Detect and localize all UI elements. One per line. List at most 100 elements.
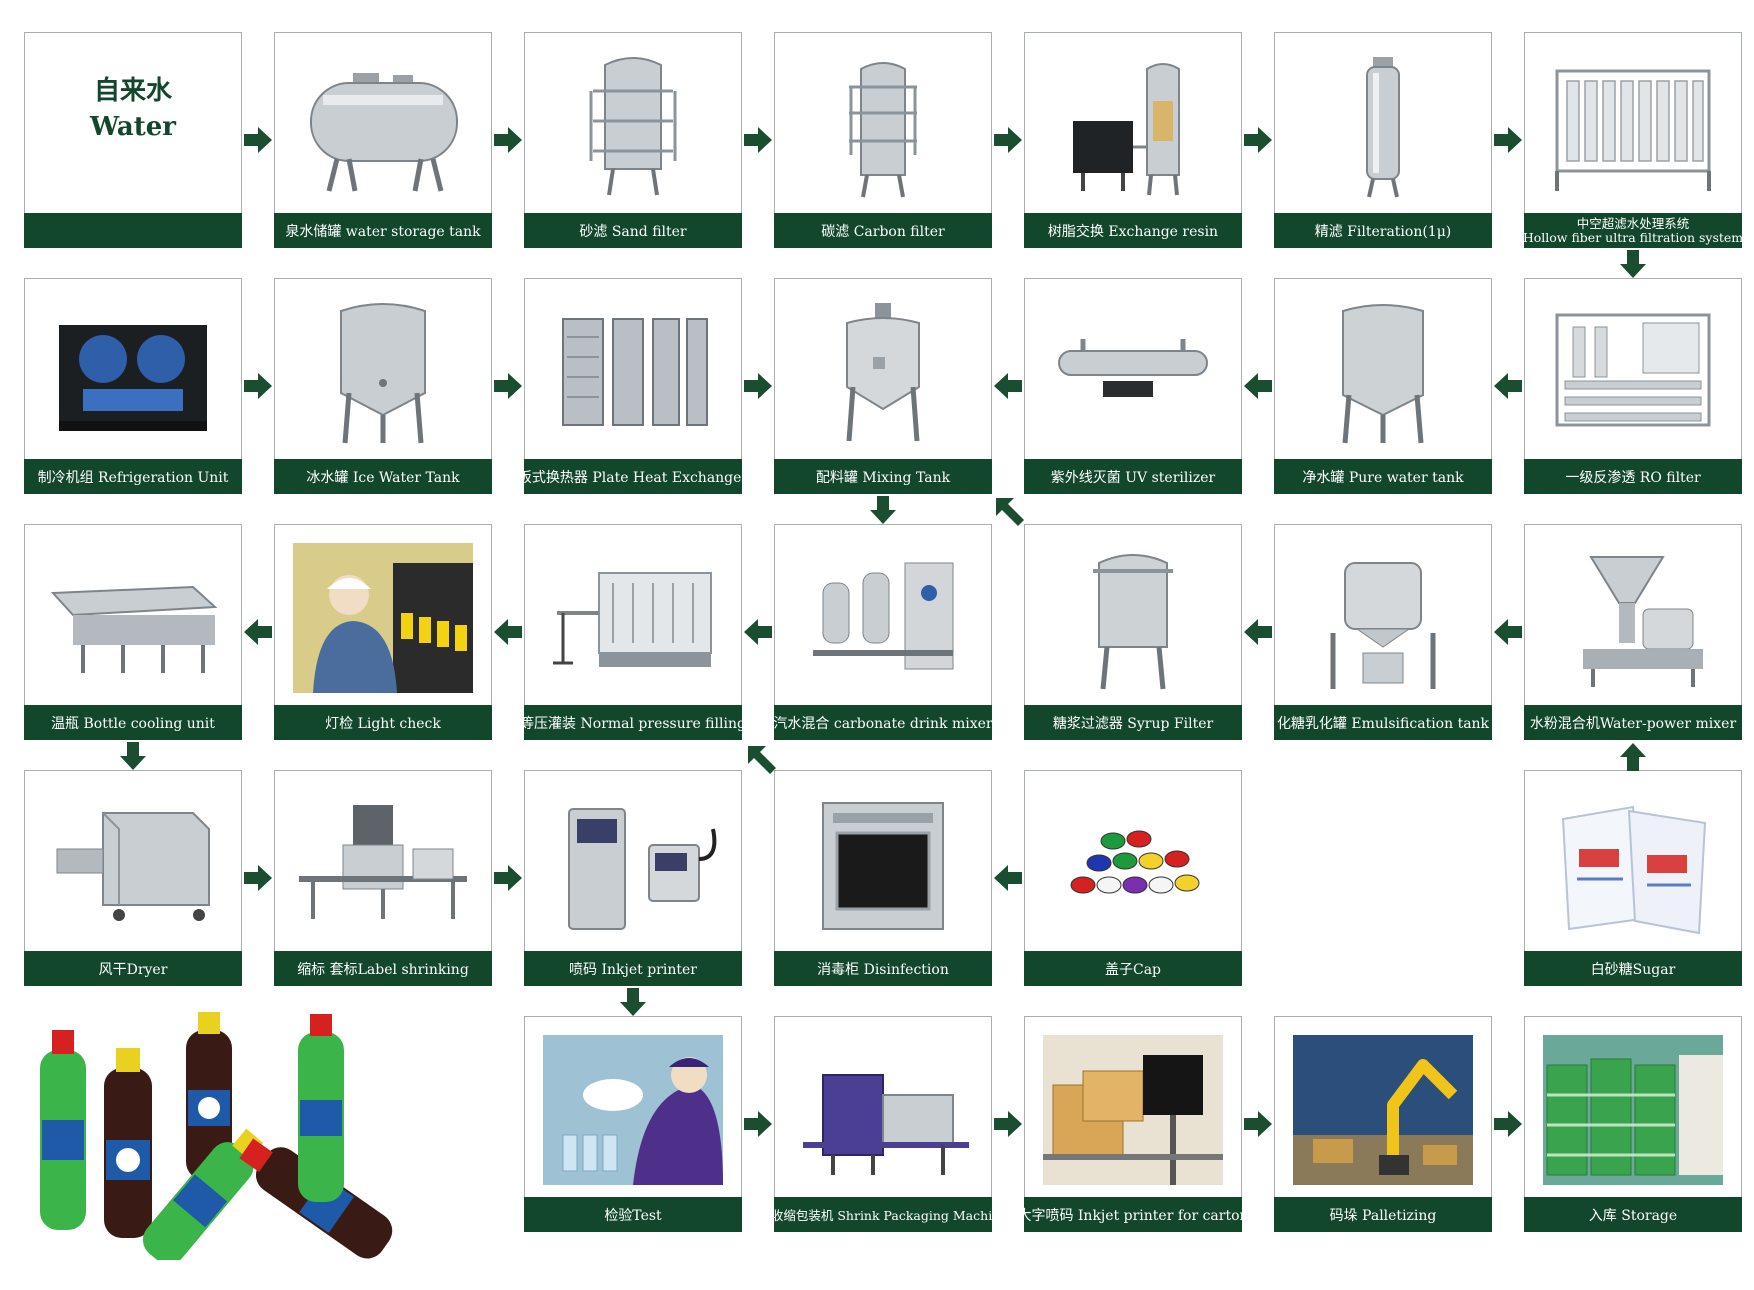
box-refrigeration-unit: 制冷机组 Refrigeration Unit xyxy=(24,278,242,494)
box-test: 检验Test xyxy=(524,1016,742,1232)
arrow-right-icon xyxy=(492,862,524,894)
arrow-right-icon xyxy=(492,124,524,156)
box-carbonate-mixer: 汽水混合 carbonate drink mixer xyxy=(774,524,992,740)
box-water-storage-tank: 泉水储罐 water storage tank xyxy=(274,32,492,248)
water-source-label: 自来水 Water xyxy=(25,73,241,145)
arrow-left-icon xyxy=(492,616,524,648)
product-bottles-icon xyxy=(20,1010,460,1265)
quality-test-icon xyxy=(535,1027,731,1192)
syrup-filter-icon xyxy=(1035,535,1231,700)
box-shrink-packaging: 热收缩包装机 Shrink Packaging Machine xyxy=(774,1016,992,1232)
worker-inspection-icon xyxy=(285,535,481,700)
horizontal-tank-icon xyxy=(285,43,481,208)
caption-sugar: 白砂糖Sugar xyxy=(1524,951,1742,986)
caption-mixing-tank: 配料罐 Mixing Tank xyxy=(774,459,992,494)
cooling-conveyor-icon xyxy=(35,535,231,700)
labeling-machine-icon xyxy=(285,781,481,946)
palletizing-robot-icon xyxy=(1285,1027,1481,1192)
pure-water-tank-icon xyxy=(1285,289,1481,454)
caption-carbonate-mixer: 汽水混合 carbonate drink mixer xyxy=(774,705,992,740)
caption-inkjet-printer: 喷码 Inkjet printer xyxy=(524,951,742,986)
caption-normal-pressure-filling: 等压灌装 Normal pressure filling xyxy=(524,705,742,740)
caption-pure-water-tank: 净水罐 Pure water tank xyxy=(1274,459,1492,494)
arrow-left-icon xyxy=(242,616,274,648)
caption-uv-sterilizer: 紫外线灭菌 UV sterilizer xyxy=(1024,459,1242,494)
box-storage: 入库 Storage xyxy=(1524,1016,1742,1232)
box-water-power-mixer: 水粉混合机Water-power mixer xyxy=(1524,524,1742,740)
arrow-right-icon xyxy=(1492,1108,1524,1140)
arrow-right-icon xyxy=(242,370,274,402)
sand-filter-icon xyxy=(535,43,731,208)
arrow-right-icon xyxy=(242,124,274,156)
arrow-right-icon xyxy=(1242,1108,1274,1140)
vertical-tank-icon xyxy=(285,289,481,454)
caption-carbon-filter: 碳滤 Carbon filter xyxy=(774,213,992,248)
box-water-source: 自来水 Water xyxy=(24,32,242,248)
caption-ice-water-tank: 冰水罐 Ice Water Tank xyxy=(274,459,492,494)
arrow-down-icon xyxy=(617,986,649,1018)
box-sand-filter: 砂滤 Sand filter xyxy=(524,32,742,248)
box-normal-pressure-filling: 等压灌装 Normal pressure filling xyxy=(524,524,742,740)
carbon-filter-icon xyxy=(785,43,981,208)
caption-label-shrinking: 缩标 套标Label shrinking xyxy=(274,951,492,986)
filling-machine-icon xyxy=(535,535,731,700)
air-dryer-icon xyxy=(35,781,231,946)
mixing-tank-icon xyxy=(785,289,981,454)
box-carton-printer: 大字喷码 Inkjet printer for carton xyxy=(1024,1016,1242,1232)
box-uv-sterilizer: 紫外线灭菌 UV sterilizer xyxy=(1024,278,1242,494)
box-label-shrinking: 缩标 套标Label shrinking xyxy=(274,770,492,986)
arrow-left-icon xyxy=(992,862,1024,894)
water-source-chinese: 自来水 xyxy=(93,76,172,106)
arrow-right-icon xyxy=(742,1108,774,1140)
uv-sterilizer-icon xyxy=(1035,289,1231,454)
cola-bottle-icon xyxy=(186,1012,232,1180)
box-filtration: 精滤 Filteration(1μ) xyxy=(1274,32,1492,248)
arrow-left-icon xyxy=(742,616,774,648)
warehouse-storage-icon xyxy=(1535,1027,1731,1192)
box-carbon-filter: 碳滤 Carbon filter xyxy=(774,32,992,248)
arrow-left-icon xyxy=(1492,616,1524,648)
caption-ro-filter: 一级反渗透 RO filter xyxy=(1524,459,1742,494)
green-soda-bottle-icon xyxy=(298,1014,344,1202)
arrow-up-icon xyxy=(1617,741,1649,773)
box-inkjet-printer: 喷码 Inkjet printer xyxy=(524,770,742,986)
arrow-right-icon xyxy=(992,124,1024,156)
caption-filtration: 精滤 Filteration(1μ) xyxy=(1274,213,1492,248)
resin-exchange-icon xyxy=(1035,43,1231,208)
box-pure-water-tank: 净水罐 Pure water tank xyxy=(1274,278,1492,494)
cola-bottle-icon xyxy=(104,1048,152,1238)
box-syrup-filter: 糖浆过滤器 Syrup Filter xyxy=(1024,524,1242,740)
ro-system-icon xyxy=(1535,289,1731,454)
box-bottle-cooling: 温瓶 Bottle cooling unit xyxy=(24,524,242,740)
caption-test: 检验Test xyxy=(524,1197,742,1232)
disinfection-cabinet-icon xyxy=(785,781,981,946)
box-palletizing: 码垛 Palletizing xyxy=(1274,1016,1492,1232)
box-plate-heat-exchanger: 板式换热器 Plate Heat Exchanger xyxy=(524,278,742,494)
caption-carton-printer: 大字喷码 Inkjet printer for carton xyxy=(1024,1197,1242,1232)
caption-sand-filter: 砂滤 Sand filter xyxy=(524,213,742,248)
caption-hollow-fiber: 中空超滤水处理系统 Hollow fiber ultra filtration … xyxy=(1524,213,1742,248)
refrigeration-unit-icon xyxy=(35,289,231,454)
box-sugar: 白砂糖Sugar xyxy=(1524,770,1742,986)
caption-exchange-resin: 树脂交换 Exchange resin xyxy=(1024,213,1242,248)
emulsification-tank-icon xyxy=(1285,535,1481,700)
powder-mixer-icon xyxy=(1535,535,1731,700)
arrow-up-left-icon xyxy=(746,744,778,776)
arrow-right-icon xyxy=(992,1108,1024,1140)
caption-storage: 入库 Storage xyxy=(1524,1197,1742,1232)
arrow-up-left-icon xyxy=(994,496,1026,528)
arrow-right-icon xyxy=(742,370,774,402)
box-hollow-fiber: 中空超滤水处理系统 Hollow fiber ultra filtration … xyxy=(1524,32,1742,248)
arrow-right-icon xyxy=(742,124,774,156)
ultrafiltration-rack-icon xyxy=(1535,43,1731,208)
caption-palletizing: 码垛 Palletizing xyxy=(1274,1197,1492,1232)
green-soda-bottle-icon xyxy=(40,1030,86,1230)
arrow-down-icon xyxy=(117,740,149,772)
arrow-down-icon xyxy=(867,494,899,526)
carton-printer-icon xyxy=(1035,1027,1231,1192)
arrow-down-icon xyxy=(1617,248,1649,280)
box-light-check: 灯检 Light check xyxy=(274,524,492,740)
box-mixing-tank: 配料罐 Mixing Tank xyxy=(774,278,992,494)
caption-plate-heat-exchanger: 板式换热器 Plate Heat Exchanger xyxy=(524,459,742,494)
arrow-right-icon xyxy=(1242,124,1274,156)
